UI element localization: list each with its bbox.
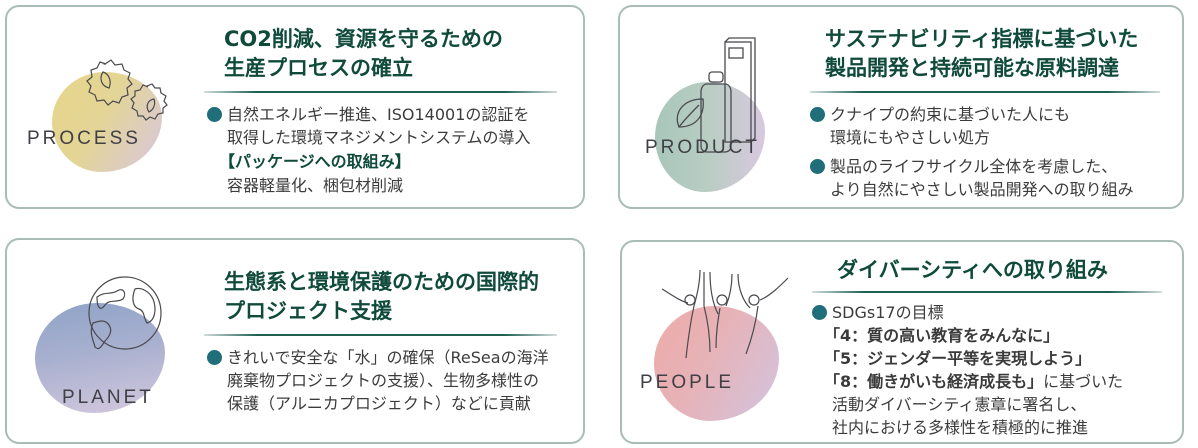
globe-icon bbox=[88, 276, 162, 350]
planet-card: PLANET 生態系と環境保護のための国際的 プロジェクト支援 きれいで安全な「… bbox=[5, 238, 585, 444]
planet-content: 生態系と環境保護のための国際的 プロジェクト支援 きれいで安全な「水」の確保（R… bbox=[204, 268, 577, 415]
process-visual: PROCESS bbox=[27, 42, 197, 192]
people-goal-4: 「4：質の高い教育をみんなに」 bbox=[824, 326, 1060, 345]
bullet-dot bbox=[207, 350, 222, 365]
people-title: ダイバーシティへの取り組み bbox=[837, 258, 1108, 282]
planet-title-divider bbox=[204, 334, 557, 336]
people-title-divider bbox=[812, 291, 1162, 293]
people-subtext-2: 社内における多様性を積極的に推進 bbox=[832, 418, 1089, 437]
process-card: PROCESS CO2削減、資源を守るための 生産プロセスの確立 自然エネルギー… bbox=[5, 5, 585, 209]
people-raising-hands-icon bbox=[661, 269, 789, 359]
process-blob bbox=[52, 72, 162, 172]
bullet-dot bbox=[207, 107, 222, 122]
process-title: CO2削減、資源を守るための 生産プロセスの確立 bbox=[224, 27, 503, 80]
product-title-divider bbox=[810, 91, 1160, 93]
people-goal-8-line: 「8：働きがいも経済成長も」に基づいた bbox=[812, 370, 1172, 393]
people-content: ダイバーシティへの取り組み SDGs17の目標 「4：質の高い教育をみんなに」 … bbox=[812, 256, 1172, 439]
people-card: PEOPLE ダイバーシティへの取り組み SDGs17の目標 「4：質の高い教育… bbox=[620, 240, 1184, 444]
process-item: 自然エネルギー推進、ISO14001の認証を 取得した環境マネジメントシステムの… bbox=[207, 103, 577, 149]
product-title: サステナビリティ指標に基づいた 製品開発と持続可能な原料調達 bbox=[825, 27, 1139, 80]
people-subtext-1: 活動ダイバーシティ憲章に署名し、 bbox=[832, 395, 1087, 414]
product-item: 製品のライフサイクル全体を考慮した、 より自然にやさしい製品開発への取り組み bbox=[810, 155, 1170, 201]
people-visual: PEOPLE bbox=[640, 264, 812, 424]
bottle-box-leaf-icon bbox=[676, 37, 756, 153]
product-blob bbox=[655, 82, 765, 192]
product-content: サステナビリティ指標に基づいた 製品開発と持続可能な原料調達 クナイプの約束に基… bbox=[810, 25, 1170, 201]
people-goal-5: 「5：ジェンダー平等を実現しよう」 bbox=[824, 349, 1092, 368]
process-title-divider bbox=[204, 91, 557, 93]
gears-leaf-icon bbox=[86, 59, 168, 121]
bullet-dot bbox=[810, 107, 825, 122]
process-label: PROCESS bbox=[27, 128, 141, 149]
bullet-dot bbox=[810, 159, 825, 174]
planet-item: きれいで安全な「水」の確保（ReSeaの海洋 廃棄物プロジェクトの支援）、生物多… bbox=[207, 346, 577, 415]
planet-label: PLANET bbox=[62, 387, 154, 408]
product-visual: PRODUCT bbox=[635, 32, 805, 192]
people-label: PEOPLE bbox=[640, 372, 735, 393]
planet-title: 生態系と環境保護のための国際的 プロジェクト支援 bbox=[224, 270, 539, 323]
people-goal-8: 「8：働きがいも経済成長も」 bbox=[824, 372, 1044, 391]
product-item: クナイプの約束に基づいた人にも 環境にもやさしい処方 bbox=[810, 103, 1170, 149]
process-content: CO2削減、資源を守るための 生産プロセスの確立 自然エネルギー推進、ISO14… bbox=[204, 25, 577, 197]
people-item: SDGs17の目標 bbox=[812, 301, 1172, 324]
people-goal-suffix: に基づいた bbox=[1043, 372, 1124, 391]
people-blob bbox=[654, 306, 779, 421]
planet-visual: PLANET bbox=[27, 265, 197, 425]
bullet-dot bbox=[812, 305, 827, 320]
product-card: PRODUCT サステナビリティ指標に基づいた 製品開発と持続可能な原料調達 ク… bbox=[618, 5, 1184, 209]
product-label: PRODUCT bbox=[645, 137, 760, 158]
process-package-heading: 【パッケージへの取組み】 bbox=[219, 152, 411, 171]
process-package-text: 容器軽量化、梱包材削減 bbox=[227, 176, 404, 195]
